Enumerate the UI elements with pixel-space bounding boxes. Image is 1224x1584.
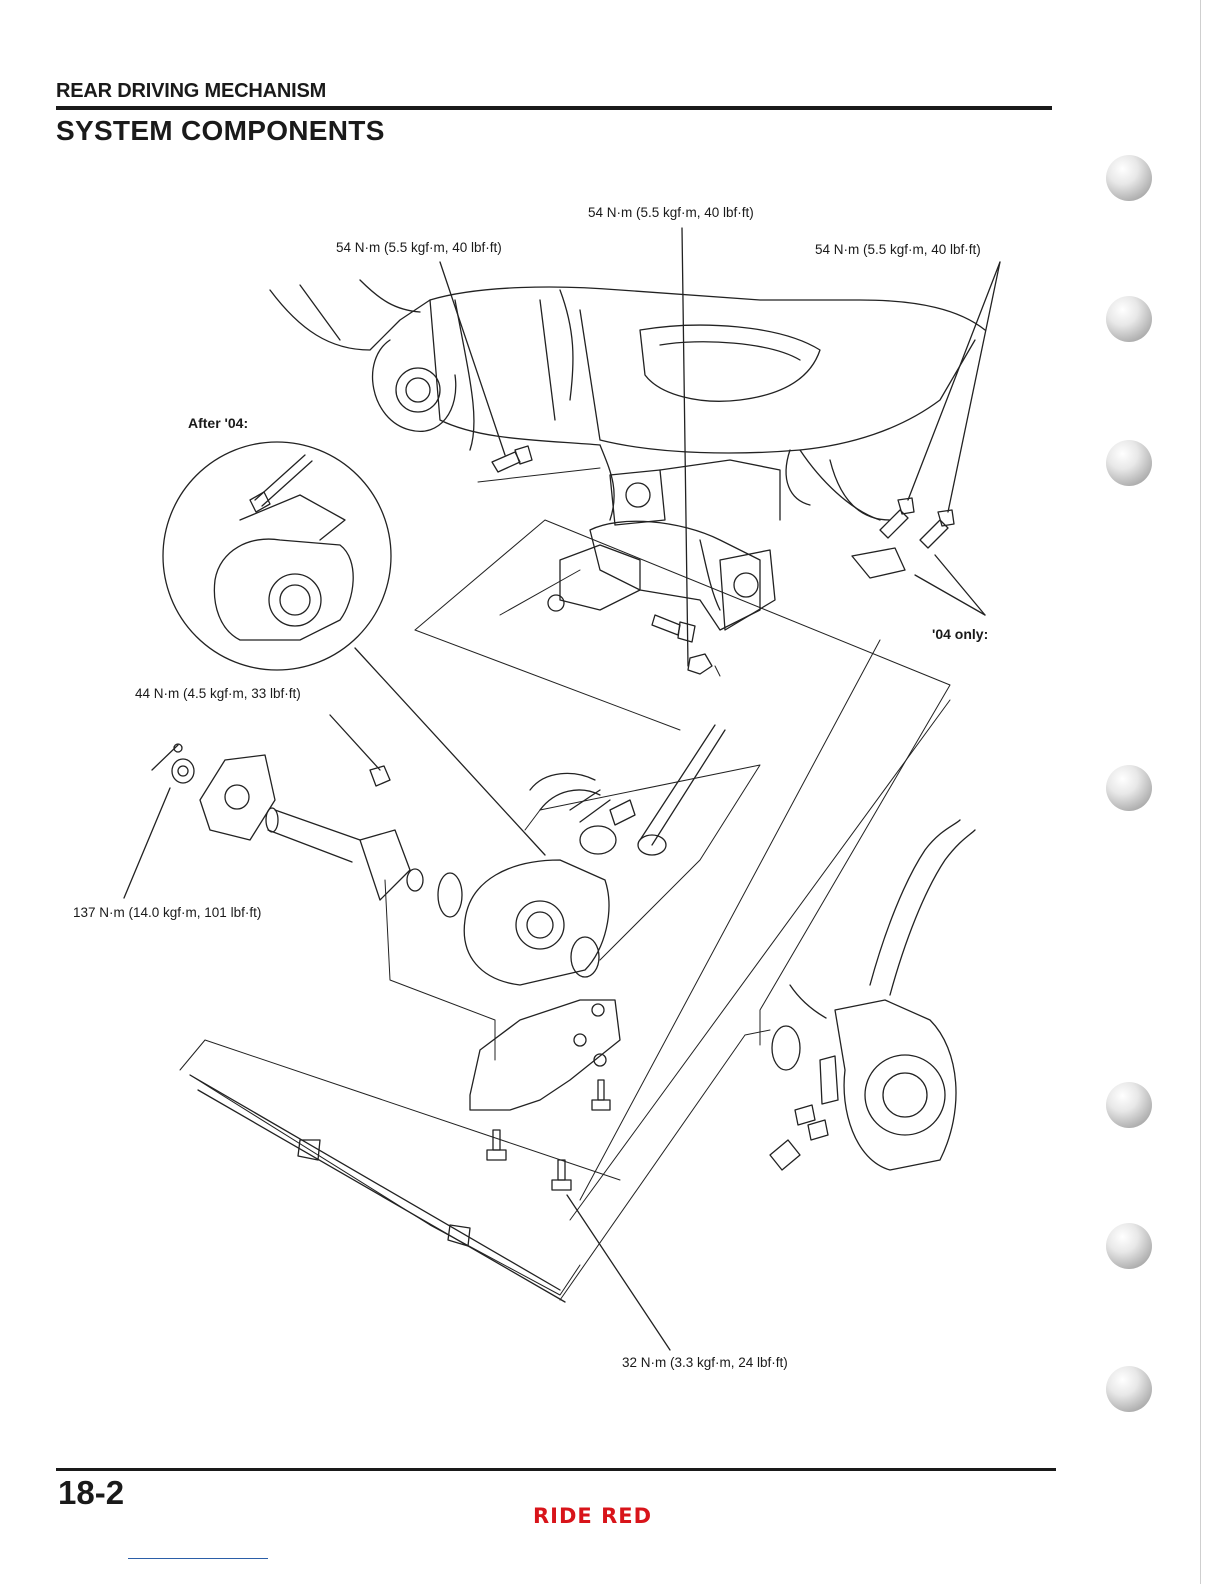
- bolt-icon: [880, 498, 914, 538]
- bearing-holder: [360, 830, 462, 917]
- torque-callout-bracket-bolts: 32 N·m (3.3 kgf·m, 24 lbf·ft): [622, 1355, 788, 1370]
- final-gear-case-inset: [214, 455, 353, 640]
- torque-callout-right: 54 N·m (5.5 kgf·m, 40 lbf·ft): [815, 242, 981, 257]
- footer-brand-logo: RIDE RED: [533, 1504, 652, 1528]
- bolt-icon: [652, 615, 695, 642]
- drive-shaft-joint: [530, 725, 725, 855]
- footer-link-underline: [128, 1558, 268, 1559]
- torque-callout-left: 54 N·m (5.5 kgf·m, 40 lbf·ft): [336, 240, 502, 255]
- bolt-icon: [552, 1160, 571, 1190]
- bolt-icon: [920, 510, 954, 548]
- brake-drum-assembly: [770, 985, 956, 1170]
- bolt-icon: [492, 446, 532, 472]
- bottom-rule: [56, 1468, 1056, 1471]
- bracket-plate: [852, 548, 905, 578]
- hub-assembly: [152, 744, 275, 840]
- after-04-inset-circle: [163, 442, 391, 670]
- torque-callout-center: 54 N·m (5.5 kgf·m, 40 lbf·ft): [588, 205, 754, 220]
- nut-icon: [370, 766, 390, 786]
- 04-only-label: '04 only:: [932, 626, 988, 642]
- bolt-icon: [592, 1080, 610, 1110]
- leader-lines: [124, 228, 1000, 1350]
- brake-cables: [870, 820, 975, 995]
- frame-body-illustration: [270, 280, 985, 520]
- nut-icon: [688, 654, 712, 674]
- torque-callout-flange-nut: 44 N·m (4.5 kgf·m, 33 lbf·ft): [135, 686, 301, 701]
- torque-callout-hub-nut: 137 N·m (14.0 kgf·m, 101 lbf·ft): [73, 905, 261, 920]
- page-number: 18-2: [58, 1474, 124, 1512]
- swingarm-illustration: [548, 460, 780, 630]
- after-04-label: After '04:: [188, 415, 248, 431]
- propeller-tube: [266, 808, 360, 862]
- bolt-icon: [487, 1130, 506, 1160]
